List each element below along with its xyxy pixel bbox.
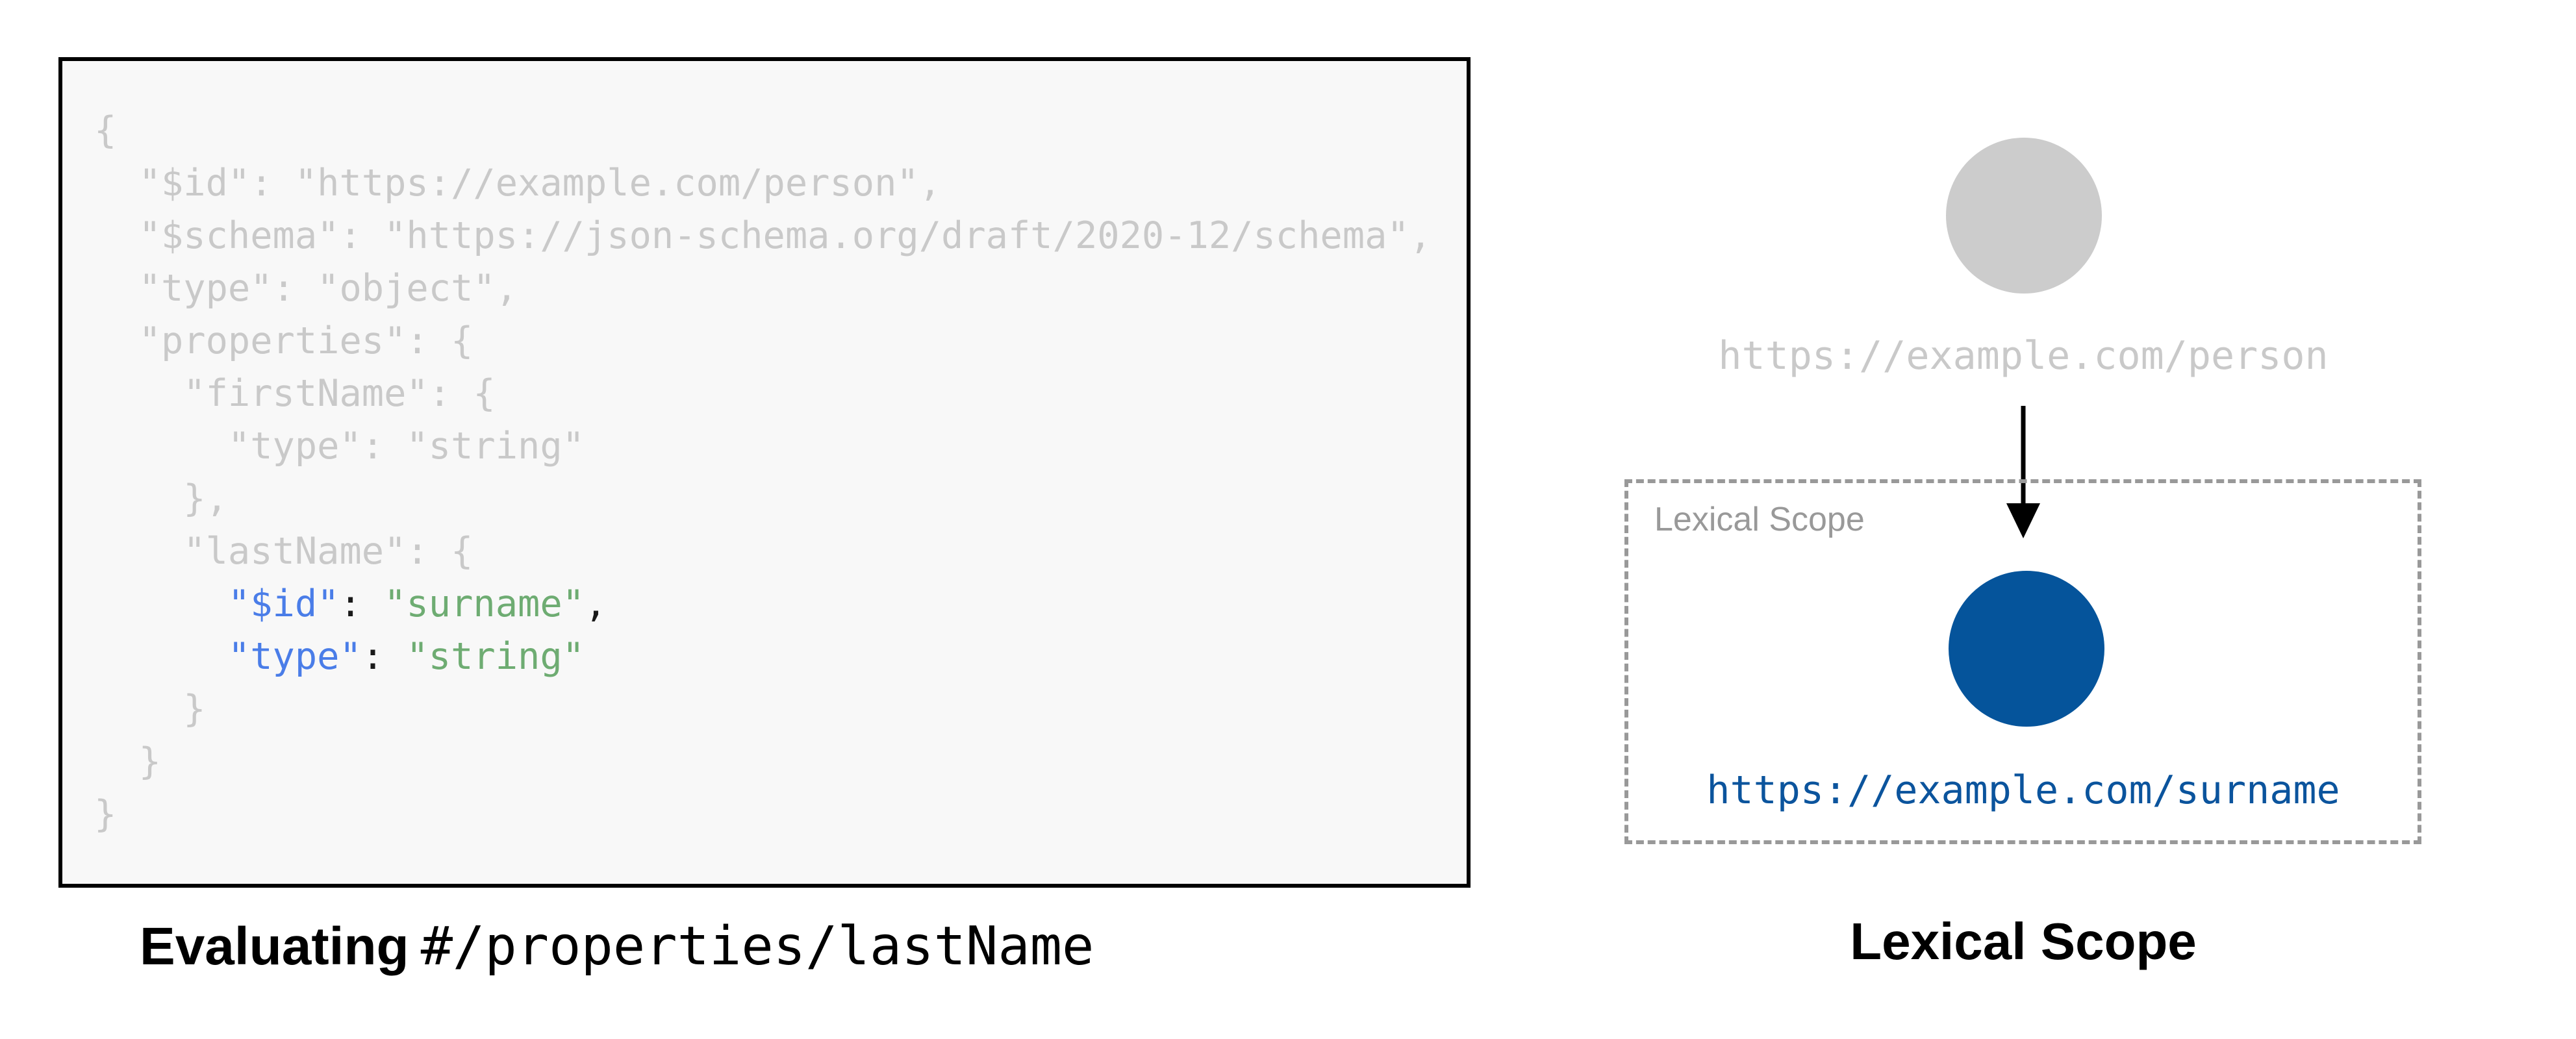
left-caption-evaluating: Evaluating xyxy=(140,917,409,976)
lexical-scope-box: Lexical Scope xyxy=(1624,479,2421,844)
left-caption: Evaluating#/properties/lastName xyxy=(140,917,1094,992)
down-arrow-icon xyxy=(2006,406,2040,538)
child-schema-uri: https://example.com/surname xyxy=(1706,768,2340,813)
schema-code: { "$id": "https://example.com/person", "… xyxy=(94,109,1432,836)
child-schema-circle xyxy=(1949,571,2104,727)
parent-schema-circle xyxy=(1946,138,2102,294)
lexical-scope-box-label: Lexical Scope xyxy=(1654,501,1865,538)
parent-schema-uri: https://example.com/person xyxy=(1718,333,2329,379)
schema-code-panel: { "$id": "https://example.com/person", "… xyxy=(58,57,1471,888)
right-caption: Lexical Scope xyxy=(1850,912,2197,970)
left-caption-json-pointer: #/properties/lastName xyxy=(420,916,1094,977)
